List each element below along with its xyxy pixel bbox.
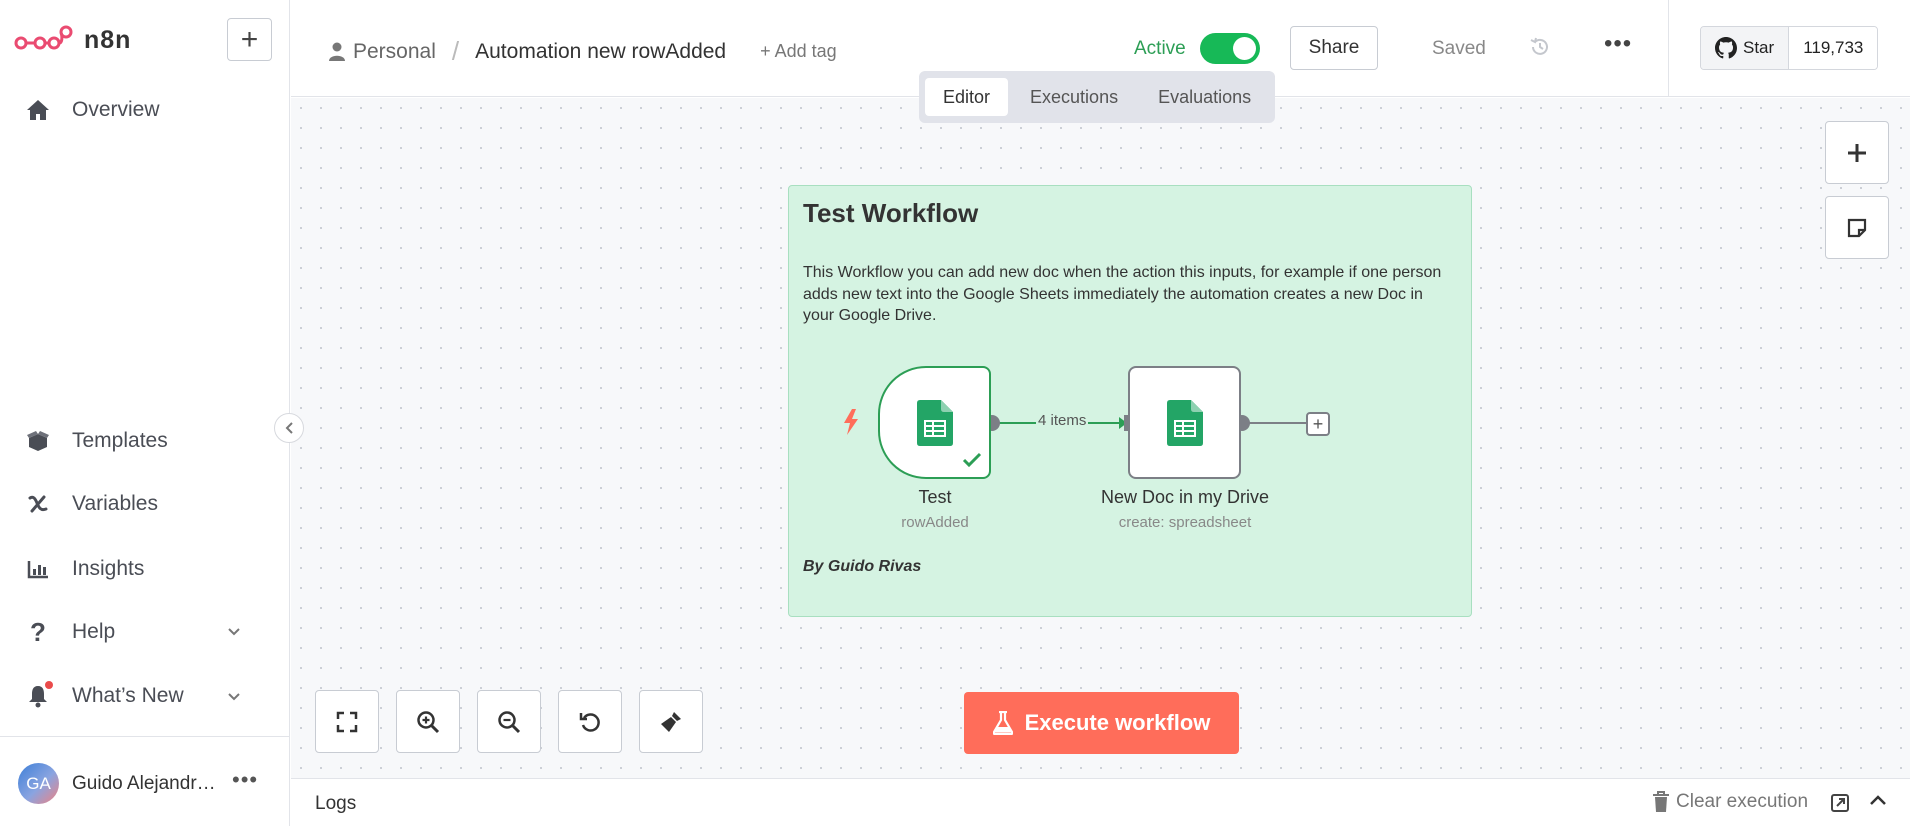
tab-executions[interactable]: Executions — [1030, 86, 1119, 107]
project-name: Personal — [353, 39, 436, 63]
google-sheets-icon — [916, 399, 953, 446]
box-open-icon — [26, 429, 50, 453]
add-node-button[interactable]: + — [1306, 412, 1330, 436]
active-label: Active — [1134, 38, 1186, 59]
user-menu-button[interactable]: ••• — [232, 767, 259, 792]
sidebar-item-insights[interactable]: Insights — [26, 557, 144, 581]
trash-icon — [1653, 791, 1669, 812]
node-new-doc-in-my-drive[interactable] — [1128, 366, 1241, 479]
tidy-up-button[interactable] — [639, 690, 703, 753]
node-name: New Doc in my Drive — [1100, 487, 1270, 507]
logo-text: n8n — [84, 25, 132, 54]
share-button[interactable]: Share — [1290, 26, 1378, 70]
zoom-out-button[interactable] — [477, 690, 541, 753]
sidebar-item-variables[interactable]: Variables — [26, 492, 158, 516]
variable-icon — [26, 492, 50, 516]
zoom-in-button[interactable] — [396, 690, 460, 753]
fit-view-button[interactable] — [315, 690, 379, 753]
chevron-up-icon[interactable] — [1868, 793, 1888, 812]
sticky-description: This Workflow you can add new doc when t… — [803, 264, 1442, 324]
clear-execution-label: Clear execution — [1676, 791, 1809, 812]
node-subtitle: rowAdded — [901, 514, 969, 531]
sticky-author: By Guido Rivas — [803, 558, 922, 575]
github-star-button[interactable]: Star — [1701, 27, 1790, 69]
tab-editor[interactable]: Editor — [925, 78, 1009, 116]
expand-icon — [336, 711, 358, 732]
logs-panel[interactable]: Logs Clear execution — [291, 778, 1910, 826]
sidebar-item-label: Insights — [72, 557, 145, 580]
active-toggle[interactable] — [1200, 33, 1260, 64]
execute-workflow-button[interactable]: Execute workflow — [964, 692, 1239, 754]
header-divider — [1668, 0, 1669, 97]
breadcrumb-separator: / — [451, 36, 460, 66]
sidebar-item-label: Overview — [72, 98, 160, 121]
sidebar-item-label: Templates — [72, 429, 168, 452]
sidebar-item-label: Help — [72, 620, 116, 643]
sticky-note-icon — [1847, 218, 1867, 237]
breadcrumb-project[interactable]: Personal — [329, 40, 436, 64]
view-tabs: Editor Executions Evaluations — [919, 71, 1276, 123]
github-icon — [1715, 37, 1737, 59]
clear-execution-button[interactable]: Clear execution — [1652, 791, 1808, 813]
node-subtitle: create: spreadsheet — [1118, 514, 1252, 531]
sidebar-item-templates[interactable]: Templates — [26, 429, 168, 453]
home-icon — [26, 98, 50, 122]
logs-title: Logs — [315, 793, 357, 814]
create-button[interactable]: + — [227, 18, 272, 61]
history-icon[interactable] — [1529, 36, 1551, 63]
broom-icon — [661, 711, 681, 732]
zoom-in-icon — [417, 710, 440, 733]
toggle-knob — [1233, 37, 1256, 60]
user-name[interactable]: Guido Alejandro Rivas — [72, 773, 222, 794]
avatar[interactable]: GA — [18, 763, 59, 804]
sidebar-item-label: What’s New — [72, 684, 184, 707]
add-node-panel-button[interactable] — [1825, 121, 1889, 184]
chevron-down-icon[interactable] — [227, 624, 241, 640]
sidebar: n8n + Overview Templates Variables Insig… — [0, 0, 290, 826]
sticky-title: Test Workflow — [803, 198, 979, 228]
tab-evaluations[interactable]: Evaluations — [1158, 86, 1252, 107]
notification-dot — [45, 681, 53, 689]
zoom-out-icon — [498, 710, 521, 733]
github-star-widget[interactable]: Star 119,733 — [1700, 26, 1879, 70]
open-in-new-window-icon[interactable] — [1830, 793, 1850, 818]
sidebar-item-help[interactable]: ? Help — [26, 616, 241, 647]
github-star-label: Star — [1743, 38, 1775, 57]
workflow-name[interactable]: Automation new rowAdded — [475, 39, 727, 63]
flask-icon — [992, 711, 1013, 735]
node-name: Test — [918, 487, 952, 507]
more-options-button[interactable]: ••• — [1604, 30, 1633, 57]
google-sheets-icon — [1166, 399, 1203, 446]
execute-workflow-label: Execute workflow — [1024, 710, 1211, 735]
connection-items-label: 4 items — [1036, 412, 1089, 429]
plus-icon — [1848, 143, 1866, 162]
sidebar-item-overview[interactable]: Overview — [26, 98, 160, 122]
success-check-icon — [962, 452, 982, 473]
chevron-left-icon — [285, 422, 293, 434]
user-area: GA Guido Alejandro Rivas ••• — [0, 736, 290, 826]
saved-status: Saved — [1432, 38, 1486, 59]
n8n-logo-icon — [14, 25, 73, 50]
add-sticky-button[interactable] — [1825, 196, 1889, 259]
sidebar-item-whats-new[interactable]: What’s New — [26, 681, 184, 708]
bell-icon — [26, 681, 53, 708]
user-icon — [329, 42, 345, 61]
reset-zoom-button[interactable] — [558, 690, 622, 753]
chevron-down-icon[interactable] — [227, 689, 241, 705]
trigger-bolt-icon — [842, 409, 860, 440]
n8n-logo[interactable]: n8n — [14, 24, 131, 56]
bar-chart-icon — [26, 557, 50, 581]
workflow-canvas[interactable]: Test Workflow This Workflow you can add … — [291, 98, 1910, 778]
undo-icon — [579, 712, 600, 732]
question-icon: ? — [30, 616, 46, 647]
github-star-count[interactable]: 119,733 — [1789, 27, 1878, 69]
sidebar-item-label: Variables — [72, 492, 158, 515]
collapse-sidebar-button[interactable] — [274, 413, 304, 443]
add-tag-button[interactable]: + Add tag — [760, 41, 837, 61]
breadcrumb: Personal / Automation new rowAdded + Add… — [329, 36, 837, 67]
